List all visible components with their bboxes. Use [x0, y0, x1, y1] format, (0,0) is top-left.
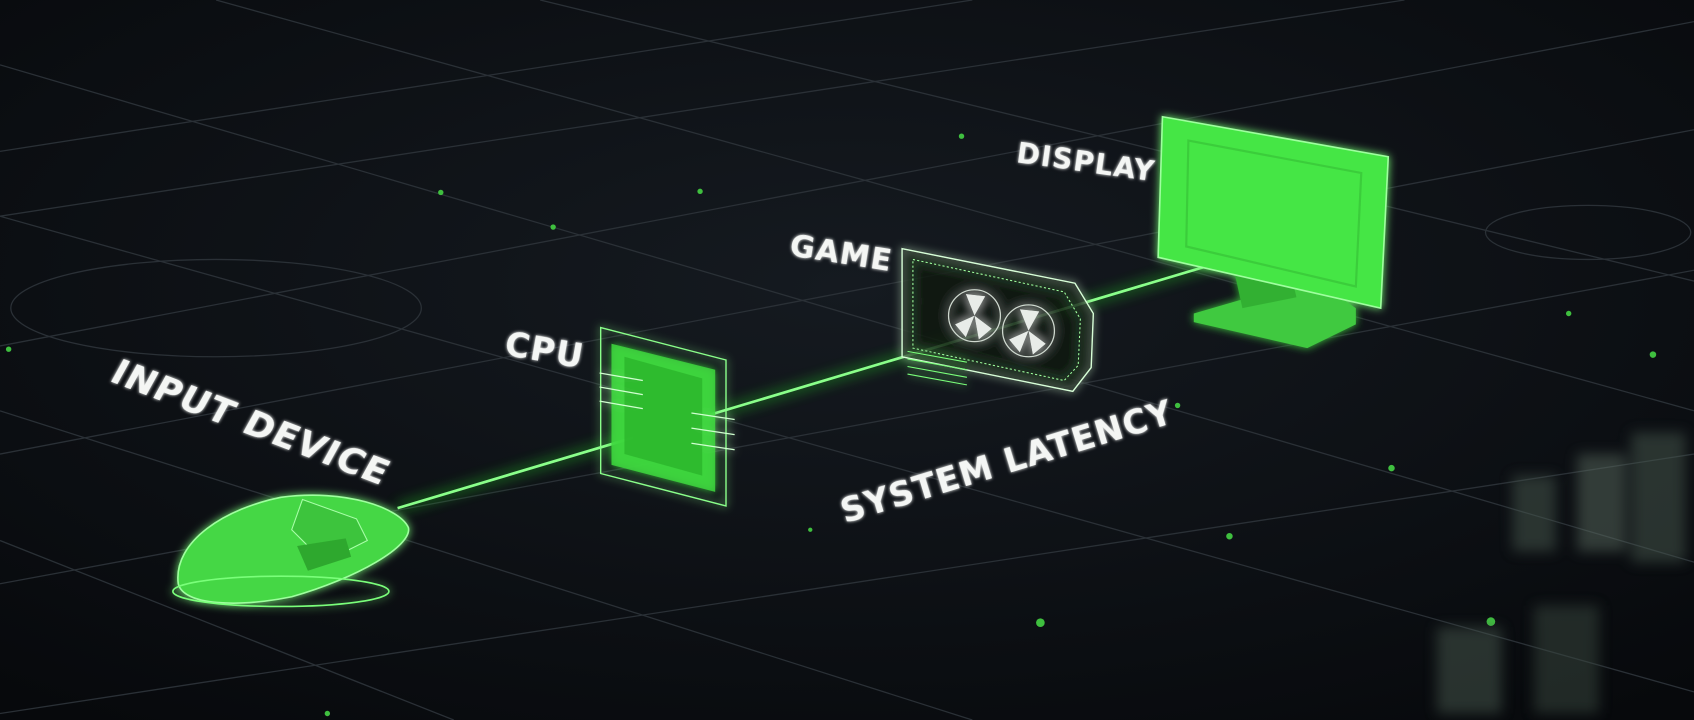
blurred-foreground-objects — [1436, 432, 1686, 714]
latency-beam — [396, 242, 1274, 513]
mouse-icon — [172, 494, 410, 608]
gpu-card-icon — [901, 247, 1095, 393]
monitor-icon — [1157, 115, 1390, 349]
cpu-chip-icon — [599, 326, 735, 507]
grid-nodes — [5, 133, 1657, 717]
